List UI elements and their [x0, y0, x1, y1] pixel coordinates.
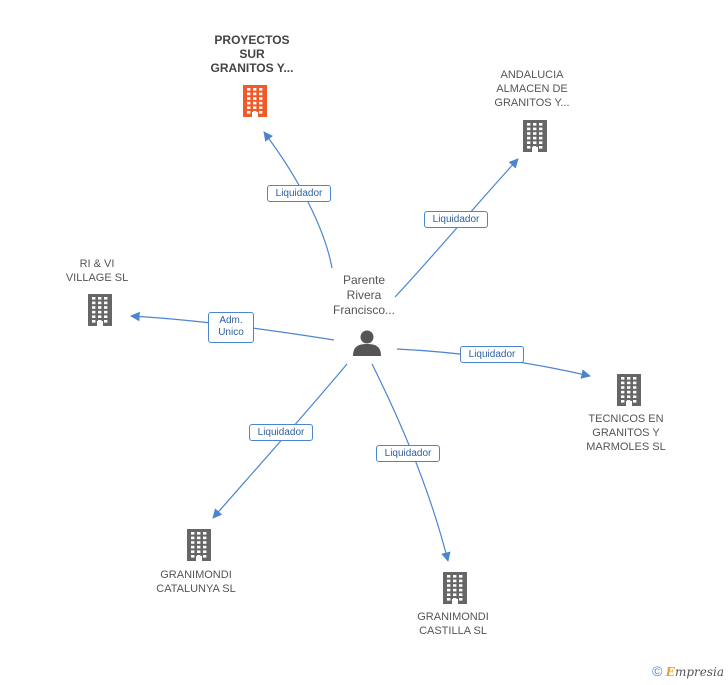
copyright-icon: ©	[652, 663, 663, 679]
company-label-line: GRANITOS Y...	[494, 97, 570, 109]
building-icon-castilla[interactable]	[443, 572, 467, 604]
edge-label-rivi[interactable]: Adm.Unico	[208, 311, 254, 343]
footer-brand: © Empresia	[652, 663, 724, 679]
company-label-rivi[interactable]: RI & VI VILLAGE SL	[42, 257, 152, 285]
edge-label-text: Liquidador	[275, 187, 323, 199]
edge-label-tecnicos[interactable]: Liquidador	[460, 345, 524, 363]
brand-logo: Empresia	[665, 665, 724, 679]
edge-catalunya	[212, 363, 348, 519]
person-label-line: Parente	[342, 272, 386, 287]
building-icon-catalunya[interactable]	[187, 529, 211, 561]
company-label-line: ALMACEN DE	[496, 83, 568, 95]
company-label-line: VILLAGE SL	[65, 272, 129, 284]
company-label-line: CATALUNYA SL	[156, 583, 236, 595]
edge-castilla	[371, 363, 451, 562]
company-label-catalunya[interactable]: GRANIMONDI CATALUNYA SL	[141, 568, 251, 596]
company-label-line: GRANIMONDI	[417, 611, 489, 623]
company-label-line: GRANITOS Y...	[210, 60, 294, 75]
company-label-line: RI & VI	[79, 258, 115, 270]
edge-label-text: Liquidador	[384, 447, 432, 459]
company-label-line: ANDALUCIA	[500, 69, 564, 81]
edge-label-text: Liquidador	[468, 348, 516, 360]
edge-label-proyectos[interactable]: Liquidador	[267, 184, 331, 202]
company-label-line: MARMOLES SL	[586, 441, 666, 453]
building-icon-rivi[interactable]	[88, 294, 112, 326]
edge-label-andalucia[interactable]: Liquidador	[424, 210, 488, 228]
company-label-andalucia[interactable]: ANDALUCIA ALMACEN DE GRANITOS Y...	[477, 68, 587, 110]
edge-label-catalunya[interactable]: Liquidador	[249, 423, 313, 441]
building-icon-tecnicos[interactable]	[617, 374, 641, 406]
edge-label-text: Liquidador	[257, 426, 305, 438]
edge-label-text: Unico	[218, 326, 244, 338]
company-label-castilla[interactable]: GRANIMONDI CASTILLA SL	[398, 610, 508, 638]
company-label-line: PROYECTOS	[214, 32, 290, 47]
building-icon-proyectos[interactable]	[243, 85, 267, 117]
company-label-line: CASTILLA SL	[419, 625, 487, 637]
edge-label-text: Liquidador	[432, 213, 480, 225]
edge-proyectos	[263, 131, 333, 269]
edge-andalucia	[394, 158, 519, 298]
person-icon[interactable]	[353, 330, 381, 357]
person-label-line: Francisco...	[332, 302, 395, 317]
company-label-line: SUR	[239, 46, 265, 61]
company-label-line: TECNICOS EN	[588, 413, 664, 425]
edge-label-text: Adm.	[219, 314, 243, 326]
company-label-line: GRANITOS Y	[592, 427, 660, 439]
company-label-line: GRANIMONDI	[160, 569, 232, 581]
company-label-tecnicos[interactable]: TECNICOS EN GRANITOS Y MARMOLES SL	[571, 412, 681, 454]
building-icon-andalucia[interactable]	[523, 120, 547, 152]
person-label-line: Rivera	[346, 287, 382, 302]
edge-label-castilla[interactable]: Liquidador	[376, 444, 440, 462]
